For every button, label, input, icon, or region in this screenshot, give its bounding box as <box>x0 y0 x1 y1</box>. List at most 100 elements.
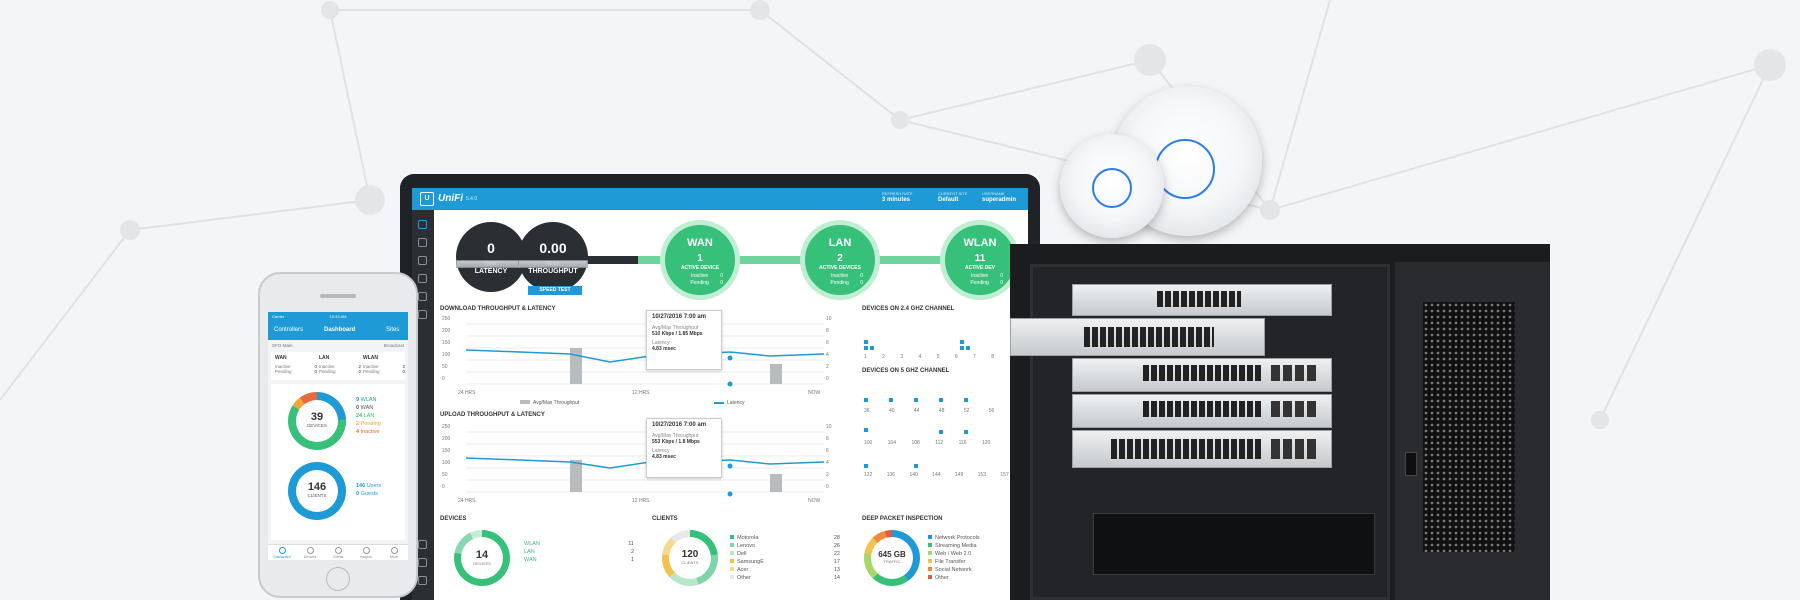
mobile-tab-dashboard[interactable]: Dashboard <box>324 327 356 333</box>
dpi-legend-item[interactable]: Other <box>928 574 1018 582</box>
insights-icon[interactable] <box>418 310 427 319</box>
mobile-devices-legend-item[interactable]: 9 WLAN <box>356 396 381 404</box>
latency-gauge[interactable]: 0 msec LATENCY <box>456 222 526 292</box>
channel-label: 40 <box>888 408 895 414</box>
devices-donut[interactable]: 14 DEVICES <box>454 530 510 586</box>
download-ytick-right: 4 <box>826 352 829 358</box>
mobile-nav-insights[interactable]: Insights <box>356 547 376 559</box>
throughput-value: 0.00 <box>539 240 567 256</box>
statistics-icon[interactable] <box>418 238 427 247</box>
mobile-nav-devices[interactable]: Devices <box>300 547 320 559</box>
mobile-clients-legend-item[interactable]: 146 Users <box>356 482 381 490</box>
channel-marker <box>939 398 943 402</box>
devices-legend-value: 2 <box>630 549 634 555</box>
access-point-led-ring <box>1155 139 1215 199</box>
download-bar-avg <box>570 348 582 384</box>
dpi-legend-item[interactable]: Network Protocols <box>928 534 1018 542</box>
events-icon[interactable] <box>418 540 427 549</box>
clients-legend-value: 28 <box>833 535 840 541</box>
clients-legend-value: 22 <box>833 551 840 557</box>
legend-latency[interactable]: Latency <box>714 400 745 406</box>
mobile-clients-legend-item[interactable]: 0 Guests <box>356 490 381 498</box>
download-xtick: 24 HRS <box>458 390 476 396</box>
mobile-nav-more[interactable]: More <box>384 547 404 559</box>
current-site-select[interactable]: CURRENT SITE Default <box>938 191 967 203</box>
legend-swatch <box>928 559 932 563</box>
upload-ytick-right: 0 <box>826 484 829 490</box>
dpi-legend-item[interactable]: Social Network <box>928 566 1018 574</box>
clients-icon[interactable] <box>418 292 427 301</box>
clients-legend-name: Other <box>737 575 751 581</box>
mobile-tab-controllers[interactable]: Controllers <box>274 327 304 333</box>
app-version: 5.4.0 <box>466 196 478 202</box>
mobile-devices-legend-item[interactable]: 24 LAN <box>356 412 381 420</box>
mobile-nav-clients[interactable]: Clients <box>328 547 348 559</box>
legend-swatch <box>730 551 734 555</box>
speed-test-button[interactable]: SPEED TEST <box>528 286 582 295</box>
legend-avg-throughput[interactable]: Avg/Max Throughput <box>520 400 579 406</box>
download-chart[interactable] <box>440 314 840 394</box>
mobile-broadcast[interactable]: Broadcast <box>383 343 404 348</box>
clients-donut[interactable]: 120 CLIENTS <box>662 530 718 586</box>
mobile-header: 10:33 AM Carrier Controllers Dashboard S… <box>268 312 408 340</box>
dpi-legend-item[interactable]: File Transfer <box>928 558 1018 566</box>
download-tooltip: 10/27/2016 7:00 am Avg/Max Throughput 51… <box>646 310 722 370</box>
legend-swatch <box>730 567 734 571</box>
channel-label: 8 <box>991 354 994 360</box>
mobile-clients-donut[interactable]: 146 CLIENTS <box>288 462 346 520</box>
username-value: superadmin <box>982 197 1017 203</box>
alerts-icon[interactable] <box>418 558 427 567</box>
mobile-nav-dashboard[interactable]: Dashboard <box>272 547 292 559</box>
mobile-site-name[interactable]: SFO-Main <box>272 343 293 348</box>
devices-icon[interactable] <box>418 274 427 283</box>
legend-swatch <box>928 567 932 571</box>
channel-marker <box>966 346 970 350</box>
throughput-gauge[interactable]: 0.00 Mbps THROUGHPUT <box>518 222 588 292</box>
user-menu[interactable]: USERNAME superadmin <box>982 191 1016 203</box>
legend-value: 2 <box>356 421 360 427</box>
devices-legend-name: WLAN <box>524 541 540 547</box>
channel-label: 144 <box>932 472 941 478</box>
channel-marker <box>870 346 874 350</box>
legend-label: Latency <box>727 400 745 406</box>
dpi-legend-item[interactable]: Streaming Media <box>928 542 1018 550</box>
channel-marker <box>964 398 968 402</box>
settings-icon[interactable] <box>418 576 427 585</box>
dashboard-icon[interactable] <box>418 220 427 229</box>
unifi-logo-icon[interactable]: U <box>420 192 434 206</box>
dpi-donut[interactable]: 645 GB TRAFFIC <box>864 530 920 586</box>
switch-unit <box>1072 394 1332 428</box>
connection-line-dark <box>582 256 638 264</box>
mobile-devices-donut[interactable]: 39 DEVICES <box>288 392 346 450</box>
upload-chart[interactable] <box>440 422 840 502</box>
rack-door <box>1395 262 1550 600</box>
mobile-devices-legend-item[interactable]: 0 WAN <box>356 404 381 412</box>
mobile-devices-legend-item[interactable]: 4 Inactive <box>356 428 381 436</box>
refresh-rate-select[interactable]: REFRESH RATE 3 minutes <box>882 191 913 203</box>
map-icon[interactable] <box>418 256 427 265</box>
mobile-devices-legend-item[interactable]: 2 Pending <box>356 420 381 428</box>
mobile-tab-sites[interactable]: Sites <box>386 327 400 333</box>
devices-title: DEVICES <box>440 516 467 522</box>
dpi-legend-item[interactable]: Web / Web 2.0 <box>928 550 1018 558</box>
